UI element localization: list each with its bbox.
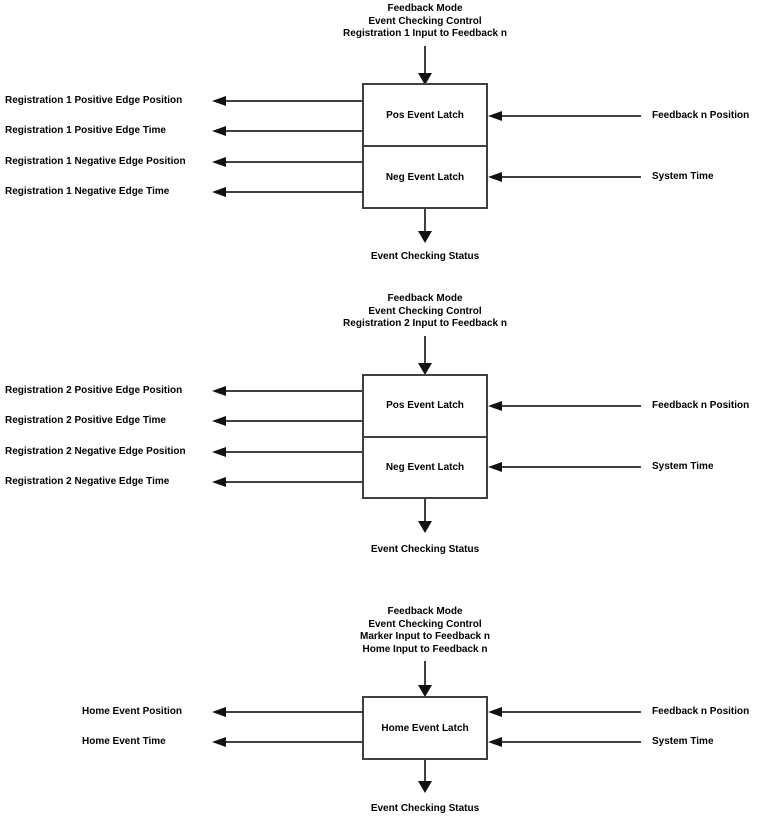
connector-line xyxy=(226,130,363,132)
connector-line xyxy=(424,760,426,781)
status-label: Event Checking Status xyxy=(370,251,480,262)
arrow-down-icon xyxy=(418,521,432,533)
output-label: Home Event Position xyxy=(82,706,183,717)
arrow-down-icon xyxy=(418,73,432,85)
status-label: Event Checking Status xyxy=(370,803,480,814)
event-latch-box: Pos Event Latch Neg Event Latch xyxy=(362,83,488,209)
connector-line xyxy=(424,499,426,521)
connector-line xyxy=(502,741,641,743)
neg-event-latch-label: Neg Event Latch xyxy=(364,435,486,498)
pos-event-latch-label: Pos Event Latch xyxy=(386,109,464,121)
output-label: Registration 1 Positive Edge Position xyxy=(5,95,183,106)
connector-line xyxy=(226,741,363,743)
arrow-left-icon xyxy=(212,477,226,487)
control-inputs-header: Feedback Mode Event Checking Control Mar… xyxy=(270,606,580,656)
output-label: Home Event Time xyxy=(82,736,166,747)
output-label: Registration 2 Negative Edge Time xyxy=(5,476,170,487)
home-event-latch-label: Home Event Latch xyxy=(381,722,469,734)
connector-line xyxy=(226,451,363,453)
connector-line xyxy=(226,390,363,392)
header-line: Registration 2 Input to Feedback n xyxy=(343,318,507,329)
arrow-left-icon xyxy=(488,401,502,411)
input-label: System Time xyxy=(652,461,714,472)
connector-line xyxy=(226,161,363,163)
output-label: Registration 2 Positive Edge Time xyxy=(5,415,166,426)
arrow-left-icon xyxy=(212,157,226,167)
header-line: Event Checking Control xyxy=(368,15,482,27)
input-label: Feedback n Position xyxy=(652,706,750,717)
header-line: Feedback Mode xyxy=(387,606,463,617)
arrow-left-icon xyxy=(212,96,226,106)
header-line: Event Checking Control xyxy=(368,618,482,630)
header-line: Marker Input to Feedback n xyxy=(359,631,491,642)
connector-line xyxy=(502,466,641,468)
connector-line xyxy=(226,191,363,193)
connector-line xyxy=(226,481,363,483)
connector-line xyxy=(226,100,363,102)
arrow-left-icon xyxy=(488,111,502,121)
connector-line xyxy=(424,209,426,231)
arrow-left-icon xyxy=(212,126,226,136)
header-line: Registration 1 Input to Feedback n xyxy=(343,28,507,39)
connector-line xyxy=(424,661,426,685)
arrow-left-icon xyxy=(212,386,226,396)
arrow-left-icon xyxy=(212,187,226,197)
arrow-down-icon xyxy=(418,363,432,375)
connector-line xyxy=(502,711,641,713)
arrow-left-icon xyxy=(488,462,502,472)
connector-line xyxy=(502,176,641,178)
header-line: Event Checking Control xyxy=(368,305,482,317)
arrow-down-icon xyxy=(418,781,432,793)
output-label: Registration 2 Positive Edge Position xyxy=(5,385,183,396)
input-label: Feedback n Position xyxy=(652,110,750,121)
status-label: Event Checking Status xyxy=(370,544,480,555)
connector-line xyxy=(424,46,426,73)
connector-line xyxy=(502,115,641,117)
arrow-left-icon xyxy=(488,737,502,747)
header-line: Feedback Mode xyxy=(387,293,463,304)
arrow-down-icon xyxy=(418,231,432,243)
event-latch-box: Home Event Latch xyxy=(362,696,488,760)
output-label: Registration 1 Negative Edge Position xyxy=(5,156,186,167)
arrow-left-icon xyxy=(212,416,226,426)
arrow-left-icon xyxy=(488,707,502,717)
output-label: Registration 2 Negative Edge Position xyxy=(5,446,186,457)
arrow-left-icon xyxy=(212,707,226,717)
input-label: System Time xyxy=(652,736,714,747)
arrow-left-icon xyxy=(488,172,502,182)
control-inputs-header: Feedback Mode Event Checking Control Reg… xyxy=(270,3,580,41)
arrow-left-icon xyxy=(212,447,226,457)
header-line: Feedback Mode xyxy=(387,3,463,14)
connector-line xyxy=(226,711,363,713)
connector-line xyxy=(424,336,426,363)
arrow-down-icon xyxy=(418,685,432,697)
connector-line xyxy=(502,405,641,407)
connector-line xyxy=(226,420,363,422)
arrow-left-icon xyxy=(212,737,226,747)
output-label: Registration 1 Positive Edge Time xyxy=(5,125,166,136)
output-label: Registration 1 Negative Edge Time xyxy=(5,186,170,197)
header-line: Home Input to Feedback n xyxy=(362,643,488,655)
input-label: System Time xyxy=(652,171,714,182)
neg-event-latch-label: Neg Event Latch xyxy=(364,145,486,207)
control-inputs-header: Feedback Mode Event Checking Control Reg… xyxy=(270,293,580,331)
pos-event-latch-label: Pos Event Latch xyxy=(386,400,464,412)
input-label: Feedback n Position xyxy=(652,400,750,411)
event-latch-box: Pos Event Latch Neg Event Latch xyxy=(362,374,488,499)
